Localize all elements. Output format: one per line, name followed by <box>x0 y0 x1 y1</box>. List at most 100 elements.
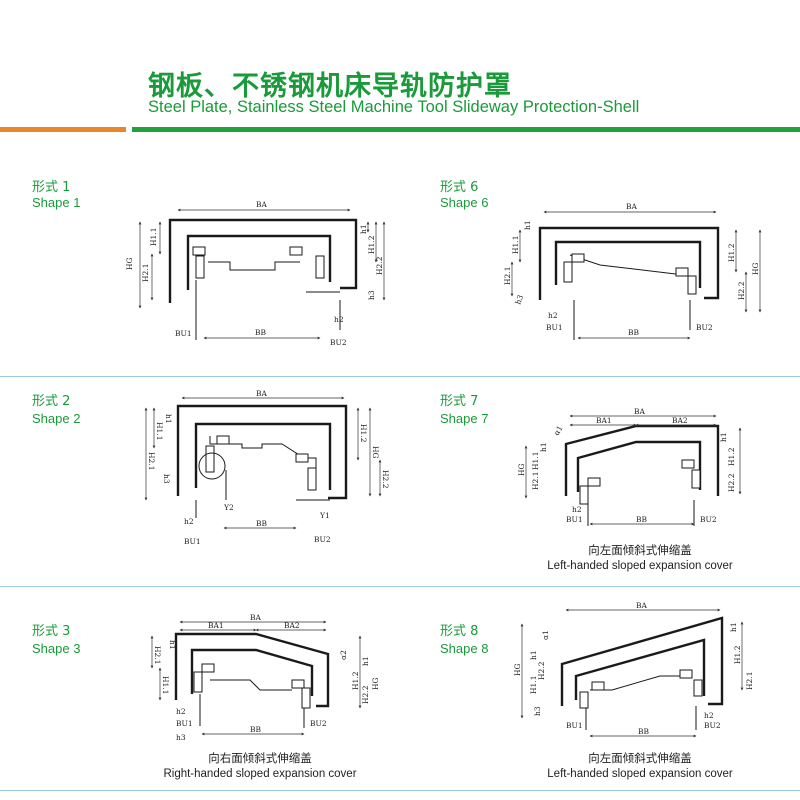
shape-3-inner-cover <box>190 648 314 696</box>
shape-6-dim-h2-label: h2 <box>548 311 558 320</box>
shape-6-dim-bb-label: BB <box>628 328 640 337</box>
shape-2-wiper-left <box>205 445 215 473</box>
shape-8-caption-en: Left-handed sloped expansion cover <box>547 768 733 780</box>
header-accent-bar-green <box>132 127 800 132</box>
shape-6-label-en: Shape 6 <box>440 195 489 210</box>
shape-8-dim-bu1-label: BU1 <box>566 721 583 730</box>
section-divider-2 <box>0 586 800 587</box>
shape-2-dim-bu1-label: BU1 <box>184 537 201 546</box>
shape-7-slide-block-left <box>587 477 601 487</box>
shape-7-inner-cover <box>576 440 702 492</box>
page-title-zh: 钢板、不锈钢机床导轨防护罩 <box>148 71 512 102</box>
shape-3-caption-en: Right-handed sloped expansion cover <box>163 768 357 780</box>
shape-8-dim-h11-label: H1.1 <box>529 676 538 694</box>
shape-3-slide-block-left <box>201 663 215 673</box>
shape-7-dim-h2-label: h2 <box>572 505 582 514</box>
shape-3-dim-ba2-label: BA2 <box>284 621 300 630</box>
shape-1-diagram: BA BB BU1 BU2 HG H1.1 H2.1 h1 H1.2 H2.2 … <box>125 200 386 347</box>
shape-3-label-zh: 形式 3 <box>32 624 71 639</box>
shape-3-dim-ba1-label: BA1 <box>208 621 224 630</box>
shape-7-dim-ba-label: BA <box>634 407 646 416</box>
shape-2-dim-bb-label: BB <box>256 519 268 528</box>
shape-8-dim-bb-label: BB <box>638 727 650 736</box>
shape-2-dim-bu2-label: BU2 <box>314 535 331 544</box>
shape-2-dim-h1-label: h1 <box>164 414 173 424</box>
shape-8-dim-h2-label: h2 <box>704 711 714 720</box>
shape-3-wiper-right <box>301 687 311 709</box>
shape-8-dim-h22-label: H2.2 <box>537 661 546 680</box>
shape-1-dim-h11-label: H1.1 <box>149 228 158 246</box>
shape-2-dim-hg-label: HG <box>371 446 380 459</box>
shape-7-dim-bu1-label: BU1 <box>566 515 583 524</box>
shape-2-dim-h2-label: h2 <box>184 517 194 526</box>
shape-8-diagram: BA BB BU1 BU2 h2 HG h1 α1 H1.1 H2.2 h3 h… <box>513 601 754 738</box>
shape-7-dim-hg-label: HG <box>517 463 526 476</box>
shape-8-caption-zh: 向左面倾斜式伸缩盖 <box>588 751 692 765</box>
shape-7-wiper-left <box>579 485 589 505</box>
shape-6-dim-bu1-label: BU1 <box>546 323 563 332</box>
shape-1-bed <box>195 280 341 340</box>
shape-8-dim-h12-label: H1.2 <box>733 645 742 664</box>
shape-1-wiper-left <box>195 255 205 279</box>
shape-2-outer-profile <box>176 404 348 500</box>
shape-3-dim-h11-label: H1.1 <box>161 676 170 694</box>
shape-8-rail <box>590 675 690 691</box>
shape-8-dim-h1-label: h1 <box>529 650 538 660</box>
shape-6-wiper-right <box>687 275 697 295</box>
shape-7-dim-a1-label: α1 <box>552 424 565 437</box>
shape-7-caption-en: Left-handed sloped expansion cover <box>547 560 733 572</box>
shape-1-wiper-right <box>315 255 325 279</box>
shape-6-slide-block-left <box>571 253 585 263</box>
shape-7-dim-h1-label: h1 <box>539 442 548 452</box>
shape-6-diagram: BA BB BU1 BU2 h2 h1 H1.1 H2.1 h3 H1.2 H2… <box>503 202 762 340</box>
shape-2-diagram: BA BB BU1 BU2 h2 Y2 Y1 h1 H1.1 H2.1 h3 H… <box>144 389 390 546</box>
shape-2-dim-y2-label: Y2 <box>223 503 234 512</box>
shape-7-label-en: Shape 7 <box>440 411 489 426</box>
shape-6-dim-h11-label: H1.1 <box>511 236 520 254</box>
shape-1-slide-block-right <box>289 246 303 256</box>
shape-2-detail-circle <box>198 452 226 480</box>
shape-7-dim-h12-label: H1.2 <box>727 447 736 466</box>
shape-8-label-en: Shape 8 <box>440 641 489 656</box>
shape-3-dim-h22-label: H2.2 <box>361 685 370 704</box>
shape-2-dim-h3-label: h3 <box>162 474 171 484</box>
shape-6-outer-profile <box>538 226 720 300</box>
shape-7-wiper-right <box>691 469 701 489</box>
shape-2-bed <box>195 470 330 518</box>
shape-6-dim-bu2-label: BU2 <box>696 323 713 332</box>
shape-6-wiper-left <box>563 261 573 283</box>
shape-1-dim-h12-label: H1.2 <box>367 235 376 254</box>
shape-7-label-zh: 形式 7 <box>440 394 479 409</box>
shape-7-diagram: BA BA1 BA2 BB BU1 BU2 h2 HG H1.1 H2.1 h1… <box>517 407 742 526</box>
shape-1-dim-h2-label: h2 <box>334 315 344 324</box>
shape-7-dim-bb-label: BB <box>636 515 648 524</box>
shape-3-dim-h21-label: H2.1 <box>153 646 162 664</box>
shape-2-slide-block-left <box>216 435 230 445</box>
shape-1-outer-profile <box>168 218 358 303</box>
shape-3-wiper-left <box>193 671 203 693</box>
shape-2-label-en: Shape 2 <box>32 411 81 426</box>
shape-1-dim-hg-label: HG <box>125 257 134 270</box>
shape-6-label-zh: 形式 6 <box>440 180 479 195</box>
shape-8-label-zh: 形式 8 <box>440 624 479 639</box>
shape-7-slide-block-right <box>681 459 695 469</box>
shape-7-dim-h1-right-label: h1 <box>719 432 728 442</box>
shape-3-dim-bu1-label: BU1 <box>176 719 193 728</box>
shape-6-dim-h22-label: H2.2 <box>737 281 746 300</box>
shape-2-wiper-right <box>307 467 317 491</box>
shape-2-dim-h11-label: H1.1 <box>155 422 164 440</box>
shape-2-inner-cover <box>194 422 332 490</box>
shape-1-dim-h3-label: h3 <box>367 290 376 300</box>
shape-8-slide-block-right <box>679 669 693 679</box>
shape-7-dim-bu2-label: BU2 <box>700 515 717 524</box>
shape-1-dim-bu2-label: BU2 <box>330 338 347 347</box>
shape-3-label-en: Shape 3 <box>32 641 81 656</box>
shape-6-bed <box>573 300 691 340</box>
shape-6-dim-h3-label: h3 <box>513 293 525 305</box>
shape-3-dim-h1-label: h1 <box>168 640 177 650</box>
shape-1-dim-h21-label: H2.1 <box>141 264 150 282</box>
shape-2-dim-ba-label: BA <box>256 389 268 398</box>
shape-1-label-zh: 形式 1 <box>32 180 71 195</box>
shape-2-dim-h12-label: H1.2 <box>359 424 368 443</box>
